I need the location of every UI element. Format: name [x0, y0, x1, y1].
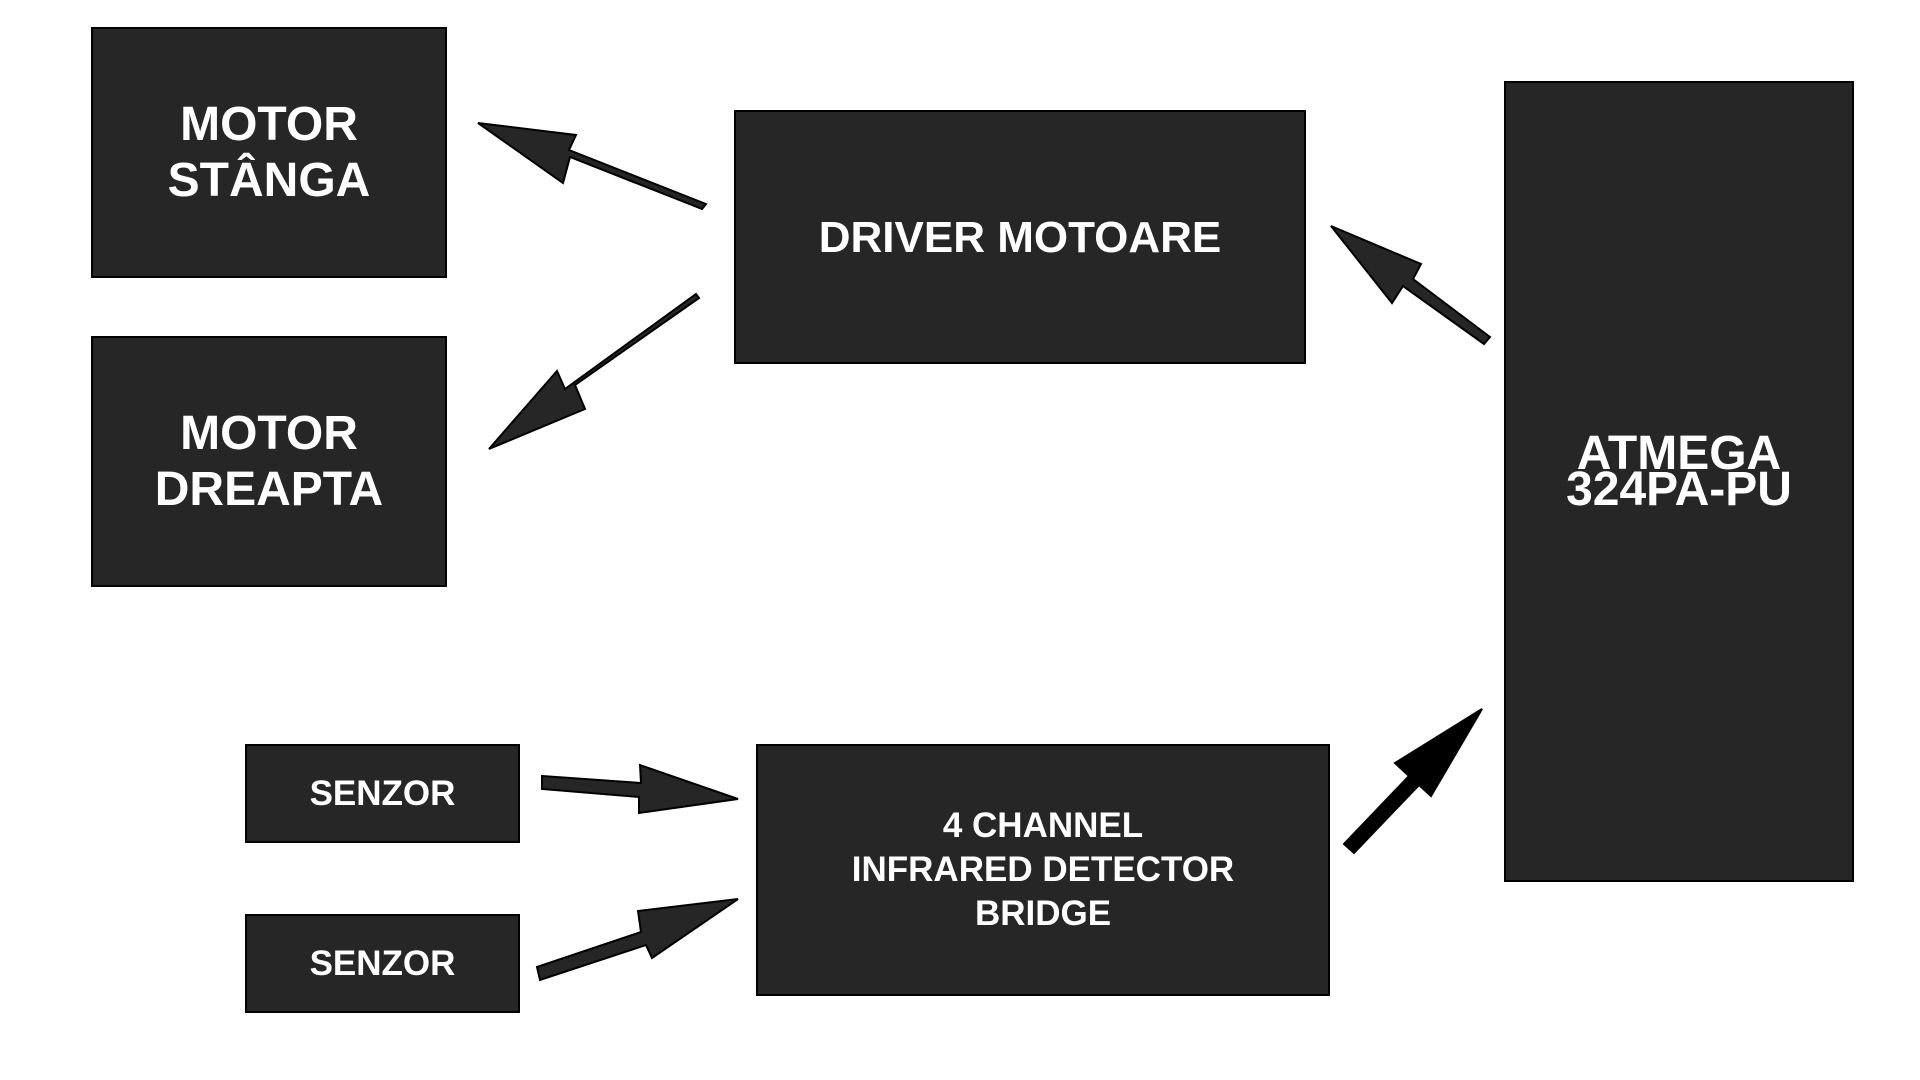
driver-motoare-label: DRIVER MOTOARE — [818, 212, 1222, 262]
arrow-driver-to-motor-stanga — [477, 122, 708, 211]
senzor-block-2: SENZOR — [245, 914, 520, 1013]
ir-detector-bridge-block: 4 CHANNEL INFRARED DETECTOR BRIDGE — [756, 744, 1330, 996]
motor-stanga-line1: MOTOR — [180, 97, 358, 151]
motor-dreapta-line2: DREAPTA — [154, 462, 384, 516]
senzor-block-1: SENZOR — [245, 744, 520, 843]
senzor-label-1: SENZOR — [309, 773, 456, 813]
arrow-atmega-to-driver — [1330, 225, 1492, 346]
arrow-driver-to-motor-dreapta — [488, 292, 701, 450]
motor-stanga-line2: STÂNGA — [167, 153, 371, 207]
motor-dreapta-block: MOTOR DREAPTA — [91, 336, 447, 587]
motor-dreapta-line1: MOTOR — [180, 406, 358, 460]
ir-bridge-line1: 4 CHANNEL — [942, 806, 1144, 846]
motor-stanga-block: MOTOR STÂNGA — [91, 27, 447, 278]
atmega-line2: 324PA-PU — [1566, 462, 1792, 516]
atmega-block: ATMEGA 324PA-PU — [1504, 81, 1854, 882]
ir-bridge-line2: INFRARED DETECTOR — [851, 850, 1235, 890]
ir-bridge-line3: BRIDGE — [974, 893, 1112, 933]
arrow-bridge-to-atmega — [1342, 708, 1483, 855]
atmega-line1: ATMEGA — [1576, 426, 1782, 480]
senzor-label-2: SENZOR — [309, 943, 456, 983]
arrow-senzor2-to-bridge — [535, 898, 739, 982]
driver-motoare-block: DRIVER MOTOARE — [734, 110, 1306, 364]
arrow-senzor1-to-bridge — [541, 763, 739, 815]
